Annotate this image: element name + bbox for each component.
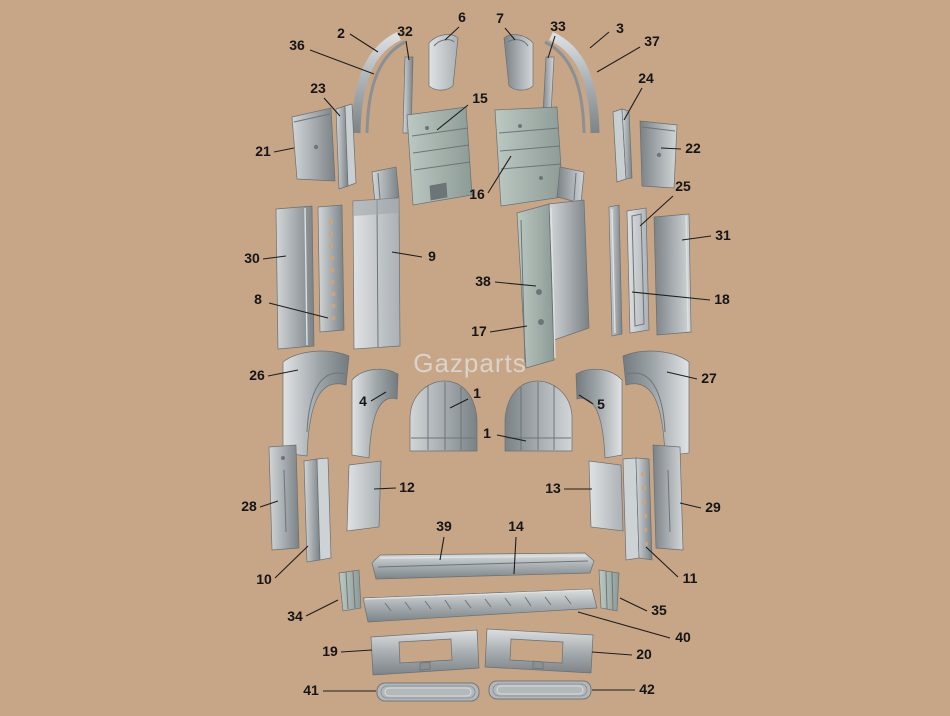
- part-19: [370, 629, 480, 676]
- part-label-42: 42: [639, 681, 655, 697]
- part-1-left: [409, 380, 478, 452]
- part-label-18: 18: [714, 291, 730, 307]
- part-40: [362, 588, 598, 623]
- part-8: [317, 204, 345, 333]
- part-18: [626, 207, 650, 334]
- part-label-32: 32: [397, 23, 413, 39]
- part-26: [282, 350, 350, 457]
- part-label-31: 31: [715, 227, 731, 243]
- part-28: [268, 444, 300, 551]
- part-label-6: 6: [458, 9, 466, 25]
- part-31: [653, 213, 692, 336]
- part-label-24: 24: [638, 70, 654, 86]
- part-label-36: 36: [289, 37, 305, 53]
- part-label-28: 28: [241, 498, 257, 514]
- part-16: [494, 106, 564, 207]
- part-label-9: 9: [428, 248, 436, 264]
- part-label-26: 26: [249, 367, 265, 383]
- part-6: [428, 34, 459, 91]
- part-label-40: 40: [675, 629, 691, 645]
- callout-labels: 2 32 6 7 33 3 36 37 23 24 15 21 22 16 25…: [241, 9, 731, 698]
- part-15: [406, 106, 473, 206]
- part-label-17: 17: [471, 323, 487, 339]
- part-label-20: 20: [636, 646, 652, 662]
- part-label-14: 14: [508, 518, 524, 534]
- part-label-1-left: 1: [473, 385, 481, 401]
- part-3: [548, 31, 600, 134]
- part-4: [351, 368, 399, 459]
- part-label-23: 23: [310, 80, 326, 96]
- part-label-8: 8: [254, 291, 262, 307]
- part-label-11: 11: [683, 570, 698, 586]
- part-2: [351, 31, 402, 134]
- part-17: [520, 219, 544, 363]
- part-13: [588, 460, 624, 532]
- part-label-4: 4: [359, 393, 367, 409]
- part-label-12: 12: [399, 479, 415, 495]
- part-9: [352, 197, 401, 350]
- part-label-33: 33: [550, 18, 566, 34]
- parts-layer: [268, 31, 692, 702]
- part-label-19: 19: [322, 643, 338, 659]
- part-label-30: 30: [244, 250, 260, 266]
- part-35: [598, 569, 620, 612]
- part-42: [488, 680, 592, 700]
- part-label-15: 15: [472, 90, 488, 106]
- part-34: [338, 569, 362, 612]
- part-label-22: 22: [685, 140, 701, 156]
- part-29: [652, 444, 684, 551]
- part-label-2: 2: [337, 25, 345, 41]
- part-label-37: 37: [644, 33, 660, 49]
- part-label-34: 34: [287, 608, 303, 624]
- part-label-27: 27: [701, 370, 717, 386]
- part-27: [622, 350, 690, 457]
- part-label-16: 16: [469, 186, 485, 202]
- part-24: [612, 108, 633, 183]
- part-label-10: 10: [256, 571, 272, 587]
- part-20: [484, 628, 594, 674]
- watermark-text: Gazparts: [413, 348, 527, 378]
- part-label-41: 41: [303, 682, 319, 698]
- part-label-3: 3: [616, 20, 624, 36]
- part-1-right: [504, 380, 573, 452]
- part-label-29: 29: [705, 499, 721, 515]
- part-30: [275, 205, 315, 350]
- part-39-14-strip: [371, 552, 595, 580]
- leader-lines: [259, 26, 712, 692]
- part-7: [503, 34, 534, 91]
- bracket-right: [556, 166, 585, 204]
- part-41: [376, 682, 480, 702]
- bracket-left: [371, 166, 400, 204]
- part-23: [335, 103, 357, 190]
- part-label-21: 21: [255, 143, 271, 159]
- part-36: [365, 40, 406, 134]
- part-label-13: 13: [545, 480, 561, 496]
- part-12: [346, 460, 382, 532]
- part-label-1-right: 1: [483, 425, 491, 441]
- part-label-25: 25: [675, 178, 691, 194]
- part-label-38: 38: [475, 273, 491, 289]
- part-11: [622, 457, 653, 561]
- part-10: [303, 457, 332, 563]
- part-37: [544, 40, 586, 134]
- part-22: [639, 120, 678, 189]
- part-label-7: 7: [496, 10, 504, 26]
- part-5: [575, 368, 623, 459]
- part-label-39: 39: [436, 518, 452, 534]
- part-21: [291, 107, 336, 182]
- part-label-5: 5: [597, 396, 605, 412]
- part-25: [608, 204, 623, 337]
- part-label-35: 35: [651, 602, 667, 618]
